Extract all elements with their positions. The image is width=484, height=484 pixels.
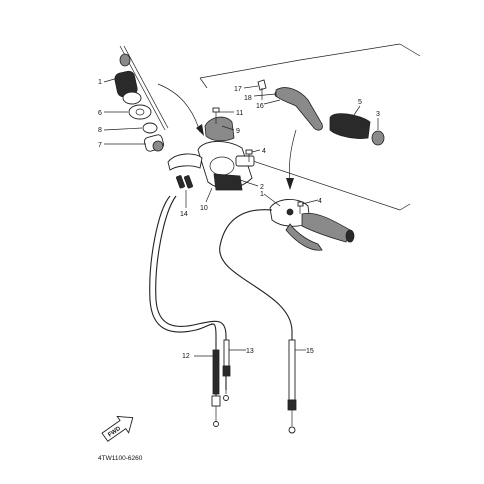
callout-2: 2 bbox=[260, 184, 264, 191]
assembly-arrow-right bbox=[288, 129, 297, 183]
callout-9: 9 bbox=[236, 128, 240, 135]
cable-15-sleeve bbox=[288, 339, 296, 401]
cable-12-end bbox=[211, 395, 221, 407]
callout-8: 8 bbox=[98, 127, 102, 134]
callout-13: 13 bbox=[246, 348, 254, 355]
washer-6-hole bbox=[135, 108, 145, 116]
arrow-head-right bbox=[286, 178, 294, 190]
cable-12 bbox=[149, 195, 217, 400]
callout-17: 17 bbox=[234, 86, 242, 93]
callout-4-right: 4 bbox=[318, 198, 322, 205]
cable-12-sleeve bbox=[212, 349, 220, 395]
right-lever-group bbox=[257, 79, 385, 146]
assembly-arrow-left bbox=[157, 83, 201, 133]
washer-8 bbox=[142, 122, 158, 134]
callout-18: 18 bbox=[244, 95, 252, 102]
cable-15-fitting bbox=[287, 399, 297, 411]
callout-10: 10 bbox=[200, 205, 208, 212]
housing-clamp bbox=[213, 173, 243, 191]
callout-3-left: 1 bbox=[98, 79, 102, 86]
cable-13-sleeve bbox=[223, 339, 230, 367]
right-panel-frame bbox=[199, 43, 421, 89]
bolt-17 bbox=[257, 79, 267, 91]
right-panel-lower bbox=[249, 159, 411, 211]
cable-13-barrel bbox=[223, 395, 229, 401]
callout-7: 7 bbox=[98, 142, 102, 149]
callout-12: 12 bbox=[182, 353, 190, 360]
housing-tab bbox=[235, 155, 255, 167]
callout-14: 14 bbox=[180, 211, 188, 218]
callout-5: 5 bbox=[358, 99, 362, 106]
leader-lines bbox=[103, 77, 379, 357]
bracket-pivot bbox=[286, 208, 294, 216]
left-grip-group bbox=[114, 53, 165, 152]
arrow-head-left bbox=[196, 124, 204, 136]
callout-11: 11 bbox=[236, 110, 243, 117]
cable-15 bbox=[219, 209, 293, 380]
right-lever-blade bbox=[285, 223, 323, 251]
callout-4-left: 4 bbox=[262, 148, 266, 155]
cable-13-fitting bbox=[222, 365, 231, 377]
right-lever-assembly bbox=[269, 199, 355, 251]
callout-3-right: 3 bbox=[376, 111, 380, 118]
callout-labels: 1 6 8 7 9 11 4 2 10 14 17 18 16 5 3 1 4 … bbox=[98, 79, 380, 360]
callout-6: 6 bbox=[98, 110, 102, 117]
cable-12-b bbox=[155, 195, 227, 390]
left-handlebar-stub bbox=[167, 153, 203, 171]
grip-end-cap bbox=[119, 53, 131, 67]
throttle-housing bbox=[197, 116, 255, 191]
cable-12-barrel bbox=[213, 421, 219, 427]
handlebar-end bbox=[345, 229, 355, 243]
washer-6 bbox=[128, 104, 152, 120]
callout-1: 1 bbox=[260, 191, 264, 198]
callout-16: 16 bbox=[256, 103, 264, 110]
cable-adjusters-14 bbox=[175, 175, 193, 189]
throttle-housing-top bbox=[204, 116, 235, 142]
clutch-lever-16 bbox=[275, 87, 323, 131]
right-grip-5 bbox=[329, 113, 371, 139]
part-code: 4TW1100-6260 bbox=[98, 455, 143, 462]
grip-end-cap-3-right bbox=[371, 130, 385, 146]
screw-11 bbox=[212, 107, 220, 124]
grip-collar bbox=[122, 91, 142, 105]
right-handlebar bbox=[301, 212, 351, 243]
cable-15-end bbox=[288, 426, 296, 434]
fwd-arrow: FWD bbox=[101, 415, 134, 442]
callout-15: 15 bbox=[306, 348, 314, 355]
throttle-tube-end bbox=[152, 140, 164, 152]
